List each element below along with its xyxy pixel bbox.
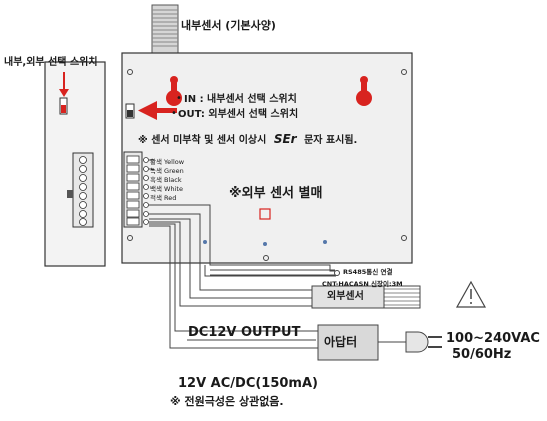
dc-output-label: DC12V OUTPUT	[188, 325, 301, 340]
switch-select-label: 내부,외부 선택 스위치	[4, 57, 98, 68]
adapter-box	[317, 324, 379, 361]
mount-hole-left	[166, 76, 182, 106]
sensor-cable-label: CNT-HACASN 신장이:3M	[322, 280, 403, 288]
ac-input-label: 100~240VAC	[446, 331, 540, 346]
in-switch-label: IN : 내부센서 선택 스위치	[184, 94, 297, 105]
rs485-label: RS485통신 연결	[343, 268, 393, 276]
select-arrow	[138, 101, 157, 120]
wire-label: 적색 Red	[150, 194, 177, 202]
out-switch-label: OUT: 외부센서 선택 스위치	[178, 109, 299, 120]
switch-arrow	[59, 89, 69, 97]
power-polarity-note: ※ 전원극성은 상관없음.	[170, 395, 284, 408]
external-sensor-sold-label: ※외부 센서 별매	[229, 186, 323, 201]
wire-label: 흑색 Black	[150, 176, 182, 184]
power-spec-label: 12V AC/DC(150mA)	[178, 376, 318, 391]
wire-label: 녹색 Green	[150, 167, 184, 175]
wire-color-legend: 황색 Yellow 녹색 Green 흑색 Black 백색 White 적색 …	[150, 158, 184, 203]
internal-sensor-label: 내부센서 (기본사양)	[181, 19, 276, 32]
internal-sensor-probe	[151, 4, 179, 54]
wire-label: 백색 White	[150, 185, 183, 193]
warning-icon	[455, 280, 487, 308]
wire-label: 황색 Yellow	[150, 158, 185, 166]
external-sensor-label: 외부센서	[327, 291, 364, 302]
mount-hole-right	[356, 76, 372, 106]
power-plug	[405, 331, 429, 353]
ac-frequency-label: 50/60Hz	[452, 347, 512, 362]
error-note: ※ 센서 미부착 및 센서 이상시 SEr 문자 표시됨.	[138, 132, 358, 146]
adapter-label: 아답터	[324, 335, 358, 349]
